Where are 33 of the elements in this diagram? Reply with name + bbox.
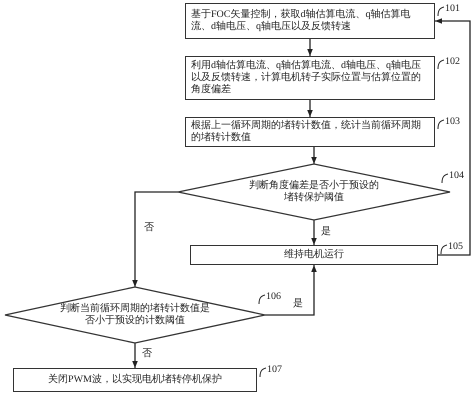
reference-number: 103 bbox=[445, 116, 460, 128]
reference-number: 107 bbox=[267, 364, 282, 376]
arrow bbox=[265, 265, 317, 316]
process-box bbox=[185, 117, 435, 147]
reference-number: 106 bbox=[266, 291, 281, 303]
arrow bbox=[435, 18, 471, 256]
decision-text: 判断角度偏差是否小于预设的堵转保护阈值 bbox=[248, 180, 380, 204]
step-text: 关闭PWM波，以实现电机堵转停机保护 bbox=[48, 374, 222, 386]
arrow bbox=[311, 147, 317, 164]
step-text: 利用d轴估算电流、q轴估算电流、d轴电压、q轴电压以及反馈转速，计算电机转子实际位置与估算位置的角度偏差 bbox=[191, 60, 422, 96]
step-text: 根据上一循环周期的堵转计数值，统计当前循环周期的堵转计数值 bbox=[191, 120, 422, 144]
reference-number: 104 bbox=[449, 170, 464, 182]
process-box bbox=[185, 3, 435, 39]
reference-number: 105 bbox=[448, 241, 463, 253]
arrow bbox=[307, 39, 313, 56]
decision-diamond bbox=[5, 287, 265, 343]
arrow bbox=[132, 343, 138, 368]
edge-label: 是 bbox=[320, 226, 332, 238]
step-text: 维持电机运行 bbox=[284, 249, 344, 261]
step-text: 基于FOC矢量控制，获取d轴估算电流、q轴估算电流、d轴电压、q轴电压以及反馈转速 bbox=[191, 9, 412, 33]
arrow bbox=[307, 100, 313, 117]
edge-label: 否 bbox=[143, 222, 155, 234]
edge-label: 是 bbox=[292, 298, 304, 310]
process-box bbox=[185, 56, 435, 100]
decision-diamond bbox=[178, 164, 450, 220]
edge-label: 否 bbox=[141, 348, 153, 360]
process-box bbox=[13, 368, 257, 392]
decision-text: 判断当前循环周期的堵转计数值是否小于预设的计数阈值 bbox=[59, 303, 211, 327]
process-box bbox=[190, 245, 438, 265]
arrow bbox=[311, 220, 317, 245]
reference-number: 101 bbox=[445, 3, 460, 15]
reference-number: 102 bbox=[445, 56, 460, 68]
arrow bbox=[132, 191, 178, 287]
